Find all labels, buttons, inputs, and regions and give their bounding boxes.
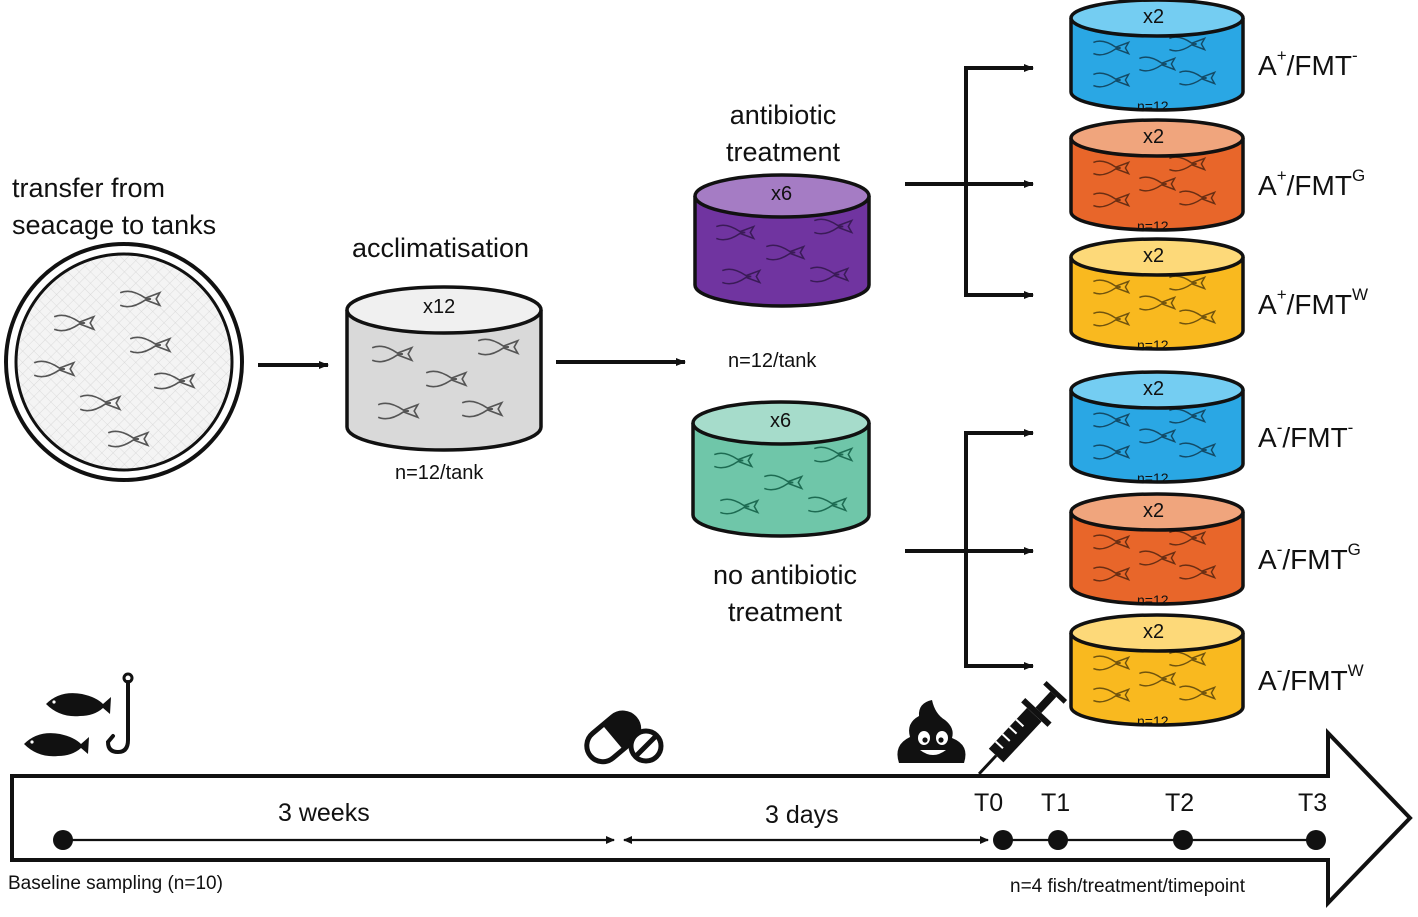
group-tank-5 [1069, 492, 1245, 606]
group-label: A+/FMTG [1258, 166, 1365, 202]
antibiotic-line2: treatment [725, 137, 841, 167]
period-3-weeks: 3 weeks [278, 799, 370, 827]
group-label-base: A [1258, 422, 1277, 453]
group-label-mid: /FMT [1282, 665, 1348, 696]
baseline-point [53, 830, 73, 850]
acclimatisation-multiplier: x12 [423, 296, 456, 318]
no-antibiotic-line1: no antibiotic [712, 560, 858, 590]
group-label: A-/FMT- [1258, 418, 1353, 454]
group-label-base: A [1258, 170, 1277, 201]
group-label-fmt-sup: - [1347, 418, 1354, 437]
group-label-fmt-sup: W [1347, 661, 1364, 680]
sampling-note: n=4 fish/treatment/timepoint [1010, 876, 1245, 897]
poop-icon [897, 700, 966, 763]
group-label-mid: /FMT [1282, 544, 1348, 575]
branch-no-antibiotic [905, 429, 1034, 670]
group-tank-count: n=12 [1137, 98, 1169, 114]
group-tank-6 [1069, 613, 1245, 727]
group-label: A+/FMT- [1258, 46, 1358, 82]
antibiotic-multiplier: x6 [771, 183, 793, 205]
timepoint-t3 [1306, 830, 1326, 850]
group-label-a-sign: - [1276, 540, 1283, 559]
group-label: A+/FMTW [1258, 285, 1368, 321]
acclimatisation-title: acclimatisation [352, 233, 530, 263]
group-tank-multiplier: x2 [1143, 621, 1165, 643]
group-label-fmt-sup: W [1351, 285, 1368, 304]
antibiotic-tank [693, 173, 871, 308]
fish-hook-icon [24, 672, 134, 757]
group-label: A-/FMTG [1258, 540, 1361, 576]
group-tank-count: n=12 [1137, 218, 1169, 234]
no-antibiotic-label: no antibiotic treatment [684, 557, 886, 631]
period-3-days: 3 days [765, 801, 839, 829]
group-label-base: A [1258, 289, 1277, 320]
group-label: A-/FMTW [1258, 661, 1364, 697]
group-label-a-sign: + [1276, 46, 1287, 65]
group-label-base: A [1258, 50, 1277, 81]
antibiotic-label: antibiotic treatment [700, 97, 866, 171]
antibiotic-count: n=12/tank [728, 350, 817, 372]
group-label-a-sign: - [1276, 661, 1283, 680]
timepoint-t2-label: T2 [1165, 789, 1195, 817]
group-tank-count: n=12 [1137, 592, 1169, 608]
timepoint-t0-label: T0 [974, 789, 1004, 817]
group-tank-count: n=12 [1137, 713, 1169, 729]
acclimatisation-count: n=12/tank [395, 462, 484, 484]
no-antibiotic-tank [691, 400, 871, 538]
group-label-a-sign: + [1276, 166, 1287, 185]
timepoint-t1 [1048, 830, 1068, 850]
group-tank-multiplier: x2 [1143, 126, 1165, 148]
timepoint-t1-label: T1 [1041, 789, 1071, 817]
group-tank-4 [1069, 370, 1245, 484]
acclimatisation-tank [345, 285, 543, 452]
branch-antibiotic [905, 64, 1034, 299]
group-tank-multiplier: x2 [1143, 378, 1165, 400]
no-antibiotic-multiplier: x6 [770, 410, 792, 432]
group-label-a-sign: + [1276, 285, 1287, 304]
baseline-sampling-label: Baseline sampling (n=10) [8, 873, 223, 894]
group-label-fmt-sup: G [1347, 540, 1361, 559]
transfer-line1: transfer from [12, 173, 166, 203]
group-label-mid: /FMT [1286, 50, 1352, 81]
group-label-mid: /FMT [1286, 289, 1352, 320]
antibiotic-line1: antibiotic [729, 100, 837, 130]
timepoint-t3-label: T3 [1298, 789, 1328, 817]
group-label-mid: /FMT [1286, 170, 1352, 201]
group-tank-count: n=12 [1137, 470, 1169, 486]
group-label-base: A [1258, 544, 1277, 575]
group-label-a-sign: - [1276, 418, 1283, 437]
group-tank-multiplier: x2 [1143, 245, 1165, 267]
group-tank-3 [1069, 237, 1245, 351]
syringe-icon [977, 680, 1068, 775]
group-label-fmt-sup: G [1351, 166, 1366, 185]
group-tank-2 [1069, 118, 1245, 232]
timepoint-t0 [993, 830, 1013, 850]
timeline-arrow [10, 728, 1413, 908]
group-tank-1 [1069, 0, 1245, 112]
group-tank-multiplier: x2 [1143, 6, 1165, 28]
no-antibiotic-line2: treatment [727, 597, 843, 627]
timepoint-t2 [1173, 830, 1193, 850]
group-label-mid: /FMT [1282, 422, 1348, 453]
group-tank-count: n=12 [1137, 337, 1169, 353]
group-label-base: A [1258, 665, 1277, 696]
group-label-fmt-sup: - [1351, 46, 1358, 65]
no-symbol-icon [628, 728, 664, 764]
transfer-label: transfer from seacage to tanks [12, 170, 216, 244]
group-tank-multiplier: x2 [1143, 500, 1165, 522]
transfer-line2: seacage to tanks [12, 210, 217, 240]
seacage-net [4, 242, 244, 482]
